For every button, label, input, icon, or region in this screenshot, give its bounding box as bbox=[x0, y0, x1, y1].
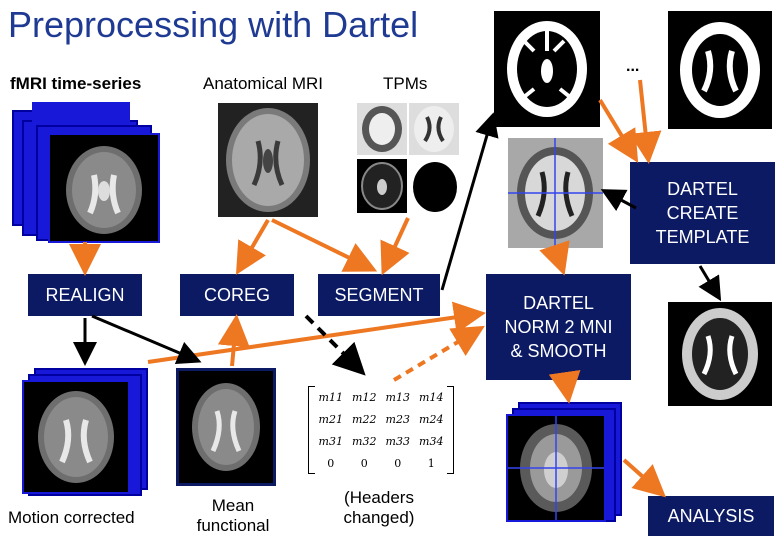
arrow-mean-to-coreg bbox=[217, 314, 250, 367]
matrix-cell: 0 bbox=[394, 456, 402, 470]
matrix-cell: m33 bbox=[385, 434, 410, 448]
arrow-template-to-norm bbox=[539, 240, 570, 276]
dartel-norm-line1: DARTEL bbox=[523, 293, 594, 313]
dartel-create-line3: TEMPLATE bbox=[655, 227, 750, 247]
label-fmri-time-series: fMRI time-series bbox=[10, 74, 142, 93]
analysis-box: ANALYSIS bbox=[648, 496, 774, 536]
dartel-norm-line3: & SMOOTH bbox=[510, 341, 607, 361]
arrow-create-to-final bbox=[698, 265, 722, 302]
normalized-smoothed-stack bbox=[506, 402, 624, 524]
realign-label: REALIGN bbox=[45, 285, 125, 305]
motion-corrected-stack bbox=[20, 368, 150, 498]
tpm-images bbox=[357, 103, 461, 215]
template-image bbox=[508, 138, 603, 248]
matrix-cell: 1 bbox=[427, 456, 435, 470]
arrow-realign-to-mean bbox=[91, 314, 202, 365]
page-title: Preprocessing with Dartel bbox=[8, 4, 419, 45]
segment-box: SEGMENT bbox=[318, 274, 440, 316]
matrix-cell: m13 bbox=[385, 390, 410, 404]
matrix-cell: m22 bbox=[352, 412, 377, 426]
analysis-label: ANALYSIS bbox=[667, 506, 755, 526]
arrow-norm-to-stack bbox=[548, 369, 581, 404]
matrix-cell: m32 bbox=[352, 434, 377, 448]
matrix-table: m11 m12 m13 m14 m21 m22 m23 m24 m31 m32 … bbox=[314, 386, 448, 474]
matrix-cell: m12 bbox=[352, 390, 377, 404]
arrow-anat-to-segment bbox=[271, 218, 378, 272]
matrix-cell: m11 bbox=[318, 390, 343, 404]
arrow-motion-to-norm bbox=[147, 301, 486, 364]
segmented-grey-matter-image bbox=[494, 11, 600, 127]
anatomical-mri-image bbox=[218, 103, 318, 217]
segment-label: SEGMENT bbox=[334, 285, 424, 305]
arrow-tpm-to-segment bbox=[380, 217, 410, 276]
matrix-row: m11 m12 m13 m14 bbox=[314, 386, 448, 408]
arrow-gm-to-create bbox=[598, 98, 639, 163]
label-headers-line2: changed) bbox=[343, 508, 415, 527]
matrix-row: 0 0 0 1 bbox=[314, 452, 448, 474]
matrix-cell: m34 bbox=[419, 434, 444, 448]
dartel-norm-box: DARTEL NORM 2 MNI & SMOOTH bbox=[486, 274, 631, 380]
matrix-cell: m31 bbox=[318, 434, 343, 448]
label-headers-line1: (Headers bbox=[344, 488, 414, 507]
mean-functional-image bbox=[176, 368, 276, 486]
matrix-cell: m24 bbox=[419, 412, 444, 426]
dartel-create-template-box: DARTEL CREATE TEMPLATE bbox=[630, 162, 775, 264]
label-tpms: TPMs bbox=[383, 74, 428, 93]
fmri-brain-image bbox=[48, 133, 160, 243]
label-mean-line2: functional bbox=[196, 516, 270, 535]
label-motion-corrected: Motion corrected bbox=[8, 508, 135, 527]
arrow-wm-to-create bbox=[629, 79, 662, 164]
final-template-image bbox=[668, 302, 772, 406]
matrix-cell: m14 bbox=[419, 390, 444, 404]
label-anatomical-mri: Anatomical MRI bbox=[203, 74, 323, 93]
segmented-white-matter-image bbox=[668, 11, 772, 129]
matrix-cell: 0 bbox=[327, 456, 335, 470]
matrix-cell: m23 bbox=[385, 412, 410, 426]
matrix-cell: m21 bbox=[318, 412, 343, 426]
arrow-stack-to-analysis bbox=[622, 458, 666, 498]
arrow-segment-to-matrix bbox=[304, 314, 366, 376]
matrix-cell: 0 bbox=[360, 456, 368, 470]
dartel-create-line1: DARTEL bbox=[667, 179, 738, 199]
label-mean-line1: Mean bbox=[211, 496, 255, 515]
label-ellipsis: ... bbox=[626, 58, 640, 75]
dartel-create-line2: CREATE bbox=[666, 203, 739, 223]
dartel-norm-line2: NORM 2 MNI bbox=[504, 317, 613, 337]
coreg-box: COREG bbox=[180, 274, 294, 316]
affine-matrix: m11 m12 m13 m14 m21 m22 m23 m24 m31 m32 … bbox=[308, 386, 454, 474]
label-mean-functional: Mean functional bbox=[188, 496, 278, 536]
matrix-row: m21 m22 m23 m24 bbox=[314, 408, 448, 430]
fmri-time-series-stack bbox=[10, 100, 160, 243]
realign-box: REALIGN bbox=[28, 274, 142, 316]
label-headers-changed: (Headers changed) bbox=[334, 488, 424, 528]
matrix-row: m31 m32 m33 m34 bbox=[314, 430, 448, 452]
coreg-label: COREG bbox=[203, 285, 270, 305]
arrow-matrix-to-norm bbox=[392, 325, 485, 382]
arrow-anat-to-coreg bbox=[235, 218, 270, 275]
